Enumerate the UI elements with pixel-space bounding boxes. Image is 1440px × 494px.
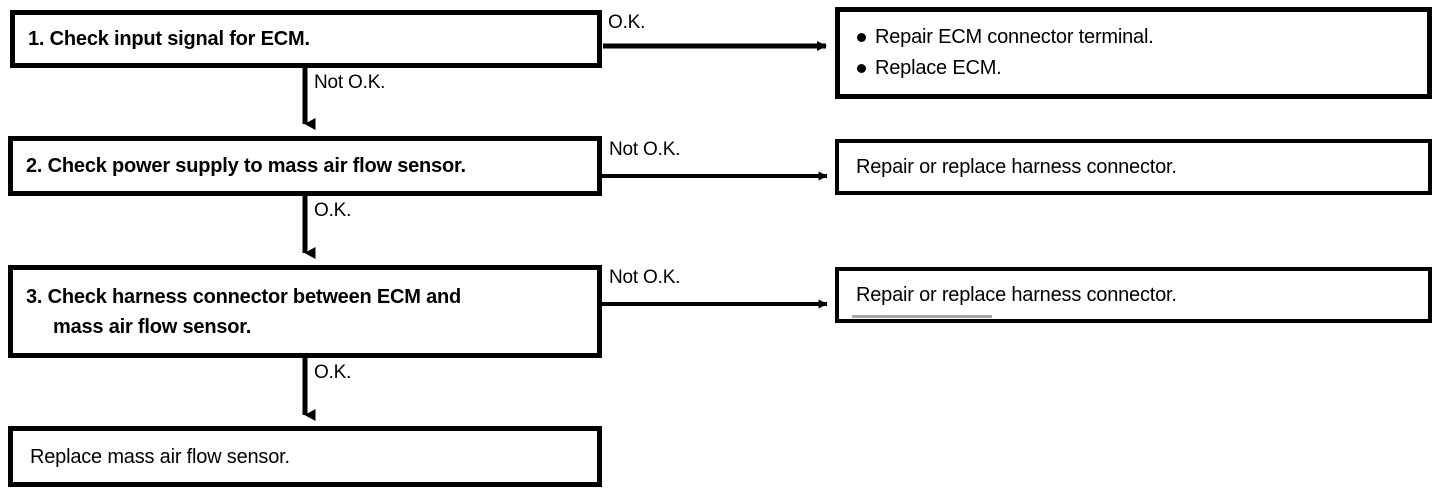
result-1-line-2: Replace ECM. bbox=[840, 53, 1427, 84]
edge-label-ok-1: O.K. bbox=[608, 12, 646, 33]
edge-label-not-ok-2: Not O.K. bbox=[609, 139, 681, 160]
final-action-box[interactable]: Replace mass air flow sensor. bbox=[8, 426, 602, 487]
step-2-line-1: 2. Check power supply to mass air flow s… bbox=[26, 155, 466, 177]
bullet-icon bbox=[857, 33, 866, 42]
step-3-line-1: 3. Check harness connector between ECM a… bbox=[26, 285, 462, 308]
edge-label-ok-3: O.K. bbox=[314, 362, 352, 383]
result-1-line-1: Repair ECM connector terminal. bbox=[840, 22, 1427, 53]
step-3-line-2: mass air flow sensor. bbox=[53, 315, 252, 338]
step-3-box[interactable]: 3. Check harness connector between ECM a… bbox=[8, 265, 602, 358]
step-2-box[interactable]: 2. Check power supply to mass air flow s… bbox=[8, 136, 602, 196]
bullet-icon bbox=[857, 64, 866, 73]
result-3-box[interactable]: Repair or replace harness connector. bbox=[835, 267, 1432, 323]
result-3-line-1: Repair or replace harness connector. bbox=[856, 283, 1177, 306]
result-1-line-1-text: Repair ECM connector terminal. bbox=[875, 26, 1154, 48]
final-action-line-1: Replace mass air flow sensor. bbox=[30, 445, 290, 468]
step-1-box[interactable]: 1. Check input signal for ECM. bbox=[10, 10, 602, 68]
result-2-box[interactable]: Repair or replace harness connector. bbox=[835, 139, 1432, 195]
scan-artifact bbox=[852, 315, 992, 318]
result-1-box[interactable]: Repair ECM connector terminal. Replace E… bbox=[835, 7, 1432, 99]
result-1-line-2-text: Replace ECM. bbox=[875, 57, 1002, 79]
result-2-line-1: Repair or replace harness connector. bbox=[856, 155, 1177, 178]
edge-label-ok-2: O.K. bbox=[314, 200, 352, 221]
step-1-line-1: 1. Check input signal for ECM. bbox=[28, 28, 310, 50]
edge-label-not-ok-3: Not O.K. bbox=[609, 267, 681, 288]
edge-label-not-ok-1: Not O.K. bbox=[314, 72, 386, 93]
